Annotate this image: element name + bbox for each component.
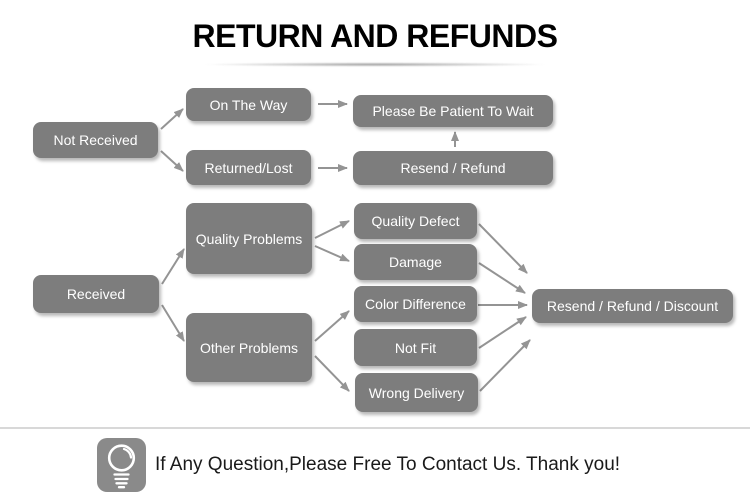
node-label: Please Be Patient To Wait: [372, 103, 534, 119]
lightbulb-icon: [97, 438, 146, 492]
node-received: Received: [33, 275, 159, 313]
arrow-not-received-to-on-the-way: [160, 108, 184, 130]
node-label: Damage: [389, 254, 442, 270]
node-label: Resend / Refund / Discount: [546, 298, 719, 314]
footer-divider: [0, 427, 750, 429]
node-label: Returned/Lost: [204, 159, 293, 176]
node-on-the-way: On The Way: [186, 88, 311, 121]
footer: If Any Question,Please Free To Contact U…: [97, 438, 620, 492]
node-resend-refund-discount: Resend / Refund / Discount: [532, 289, 733, 323]
node-please-be-patient: Please Be Patient To Wait: [353, 95, 553, 127]
node-not-received: Not Received: [33, 122, 158, 158]
node-wrong-delivery: Wrong Delivery: [355, 373, 478, 412]
node-damage: Damage: [354, 244, 477, 280]
arrow-damage-to-resend-refund-discount: [478, 262, 526, 294]
arrow-received-to-other-problems: [161, 304, 185, 342]
arrow-other-problems-to-wrong-delivery: [314, 355, 350, 392]
node-label: Wrong Delivery: [368, 384, 465, 401]
node-label: Not Fit: [394, 339, 437, 356]
node-label: Not Received: [53, 132, 138, 148]
node-quality-defect: Quality Defect: [354, 203, 477, 239]
page-title: RETURN AND REFUNDS: [192, 18, 558, 54]
arrow-not-received-to-returned-lost: [160, 150, 184, 172]
node-quality-problems: Quality Problems: [186, 203, 312, 274]
node-label: Other Problems: [199, 339, 299, 356]
arrow-quality-defect-to-resend-refund-discount: [478, 223, 528, 274]
node-other-problems: Other Problems: [186, 313, 312, 382]
arrow-other-problems-to-color-difference: [314, 310, 350, 342]
node-label: Quality Defect: [371, 213, 460, 229]
node-label: Received: [66, 286, 126, 302]
arrow-quality-problems-to-damage: [314, 245, 350, 262]
node-label: On The Way: [209, 96, 288, 113]
arrow-not-fit-to-resend-refund-discount: [478, 316, 527, 349]
title-underline: [155, 62, 595, 67]
node-returned-lost: Returned/Lost: [186, 150, 311, 185]
node-label: Color Difference: [365, 296, 466, 312]
footer-text: If Any Question,Please Free To Contact U…: [155, 454, 621, 475]
node-label: Quality Problems: [195, 230, 303, 247]
node-resend-refund: Resend / Refund: [353, 151, 553, 185]
arrow-quality-problems-to-quality-defect: [314, 220, 350, 239]
node-label: Resend / Refund: [400, 160, 506, 176]
arrow-received-to-quality-problems: [161, 248, 185, 285]
node-not-fit: Not Fit: [354, 329, 477, 366]
node-color-difference: Color Difference: [354, 286, 477, 322]
arrow-wrong-delivery-to-resend-refund-discount: [479, 339, 531, 392]
